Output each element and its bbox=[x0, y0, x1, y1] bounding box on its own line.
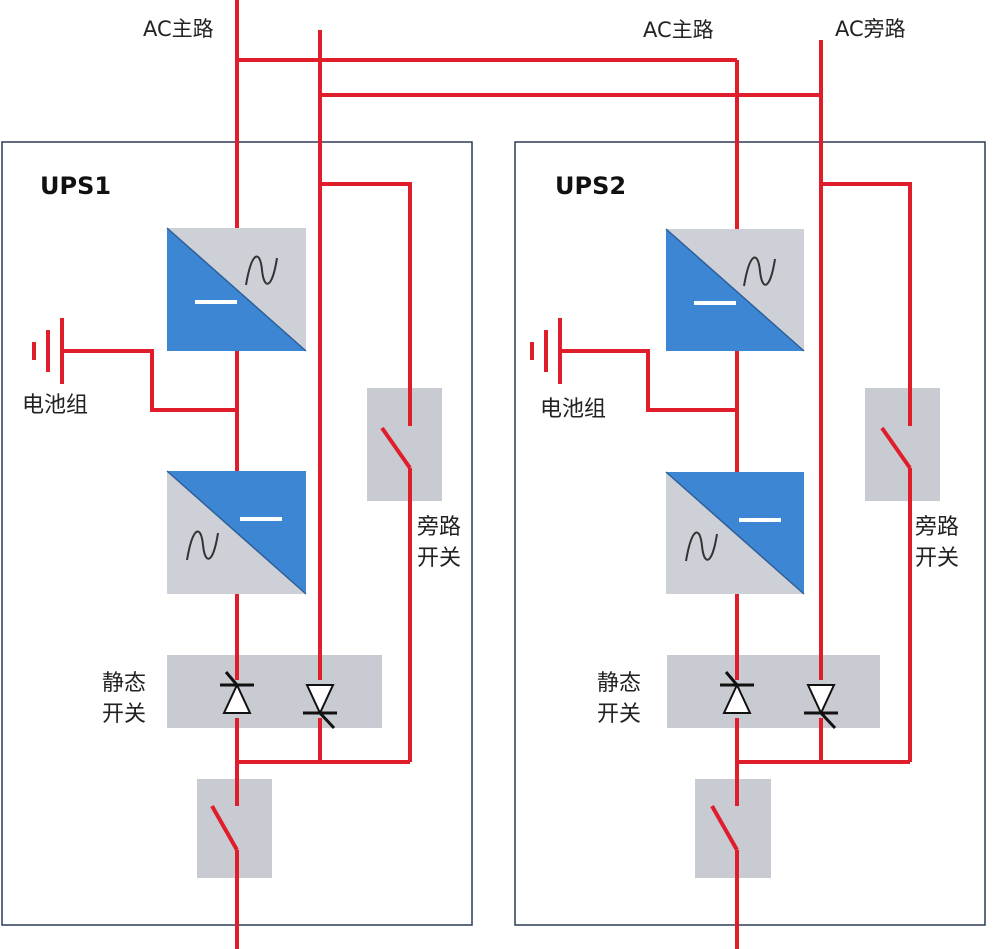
ups1-title: UPS1 bbox=[40, 172, 111, 200]
ups1-battery-icon bbox=[32, 318, 64, 384]
ups2-bypass-switch-label-2: 开关 bbox=[915, 546, 959, 571]
ac-wave-icon bbox=[743, 256, 776, 287]
ups2-bypass-switch-label-1: 旁路 bbox=[915, 515, 959, 540]
ups1-rectifier bbox=[166, 227, 307, 352]
ups2-battery-icon bbox=[530, 318, 562, 384]
ups2-inverter-thyristor-icon bbox=[720, 671, 754, 714]
ac-main-label-1: AC主路 bbox=[143, 17, 214, 41]
ac-bypass-label: AC旁路 bbox=[835, 17, 906, 41]
ups1-bypass-switch-blade-icon bbox=[380, 426, 412, 470]
ac-main-label-2: AC主路 bbox=[643, 18, 714, 42]
ups2-battery-label: 电池组 bbox=[540, 397, 606, 422]
ac-wave-icon bbox=[186, 530, 219, 561]
ups2-bypass-thyristor-icon bbox=[804, 684, 838, 730]
ups1-bypass-switch-box bbox=[367, 388, 442, 501]
ups2-static-switch-label-1: 静态 bbox=[597, 671, 641, 696]
ups1-static-switch-label-2: 开关 bbox=[102, 702, 146, 727]
ups2-bypass-switch-blade-icon bbox=[880, 426, 912, 470]
ups1-bypass-switch-label-1: 旁路 bbox=[417, 515, 461, 540]
ups2-rectifier bbox=[665, 228, 805, 352]
ups1-bypass-switch-label-2: 开关 bbox=[417, 546, 461, 571]
ups1-output-switch-box bbox=[197, 779, 272, 878]
ac-wave-icon bbox=[685, 531, 718, 562]
ups1-inverter-thyristor-icon bbox=[220, 671, 254, 714]
ups2-static-switch-box bbox=[667, 655, 880, 728]
ups2-inverter bbox=[665, 471, 805, 595]
ups1-battery-label: 电池组 bbox=[22, 393, 88, 418]
ups2-title: UPS2 bbox=[555, 172, 626, 200]
ups1-static-switch-box bbox=[167, 655, 382, 728]
ups1-output-switch-blade-icon bbox=[210, 805, 239, 851]
ups2-static-switch-label-2: 开关 bbox=[597, 702, 641, 727]
ups2-output-switch-blade-icon bbox=[710, 805, 739, 851]
ups1-static-switch-label-1: 静态 bbox=[102, 671, 146, 696]
ups2-output-switch-box bbox=[695, 779, 771, 878]
ups1-inverter bbox=[166, 470, 307, 595]
wiring bbox=[62, 0, 912, 949]
ups1-bypass-thyristor-icon bbox=[303, 684, 337, 730]
ups2-bypass-switch-box bbox=[865, 388, 940, 501]
ac-wave-icon bbox=[245, 255, 278, 286]
